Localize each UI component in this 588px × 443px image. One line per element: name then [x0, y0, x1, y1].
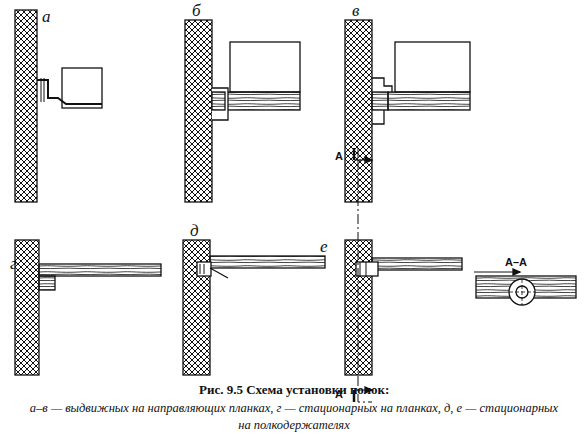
figure-letter: е: [320, 238, 328, 257]
caption-text: а–в — выдвижных на направляющих планках,…: [24, 400, 564, 434]
figure-letter: б: [192, 2, 201, 21]
section-mark: А: [335, 150, 343, 162]
figure-letter: г: [10, 255, 17, 274]
figure-letter: а: [42, 8, 51, 27]
section-mark: А: [335, 388, 343, 400]
figure-letter: в: [352, 2, 359, 21]
section-mark: А–А: [505, 256, 527, 268]
figure-letter: д: [190, 222, 199, 241]
figure-caption: Рис. 9.5 Схема установки полок:: [199, 383, 389, 397]
